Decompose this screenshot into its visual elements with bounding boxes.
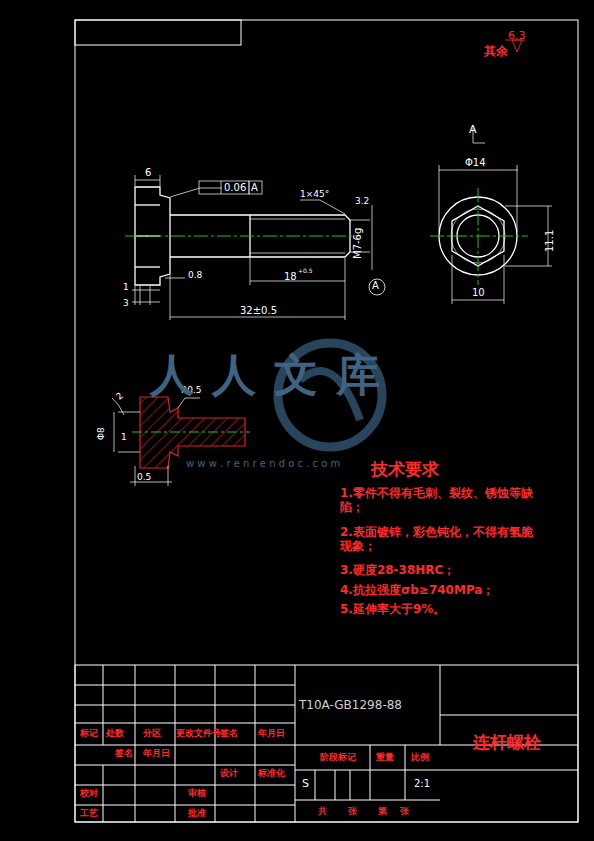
title-block-text: 签名 bbox=[220, 728, 238, 738]
dimension-text: 10 bbox=[472, 287, 485, 299]
title-block-text: 校对 bbox=[80, 788, 98, 798]
title-block-text: 2:1 bbox=[414, 778, 430, 790]
dimension-text: Φ8 bbox=[96, 427, 106, 440]
dimension-text: 6 bbox=[145, 167, 151, 179]
title-block-text: 张 bbox=[400, 806, 409, 816]
title-block-text: 标记 bbox=[80, 728, 98, 738]
dimension-text: 0.06 bbox=[224, 182, 246, 194]
title-block-text: 第 bbox=[378, 806, 387, 816]
section-detail bbox=[112, 397, 250, 486]
title-block-text: 比例 bbox=[411, 752, 429, 762]
note-text: 1.零件不得有毛刺、裂纹、锈蚀等缺陷； bbox=[340, 487, 540, 515]
note-text: 技术要求 bbox=[371, 460, 439, 480]
note-text: 2.表面镀锌，彩色钝化，不得有氢脆现象； bbox=[340, 526, 540, 554]
dimension-text: Φ14 bbox=[465, 157, 486, 169]
dimension-text: w w w . r e n r e n d o c . c o m bbox=[186, 458, 340, 470]
dimension-text: 1×45° bbox=[300, 189, 329, 199]
title-block-text: 工艺 bbox=[80, 808, 98, 818]
title-block-text: 标准化 bbox=[258, 768, 285, 778]
note-text: 4.抗拉强度σb≥740MPa； bbox=[340, 584, 494, 598]
dimension-text: A bbox=[372, 280, 379, 292]
title-block-text: 审核 bbox=[188, 788, 206, 798]
dimension-text: 3.2 bbox=[355, 196, 369, 206]
title-block-text: 张 bbox=[348, 806, 357, 816]
dimension-text: A bbox=[251, 182, 258, 194]
title-block-text: 设计 bbox=[220, 768, 238, 778]
note-text: 5.延伸率大于9%。 bbox=[340, 603, 445, 617]
dimension-text: +0.5 bbox=[298, 268, 313, 275]
dimension-text: 3 bbox=[123, 298, 129, 308]
title-block-text: 年月日 bbox=[258, 728, 285, 738]
dimension-lines bbox=[132, 128, 552, 320]
dimension-text: 18 bbox=[284, 271, 297, 283]
dimension-text: 1 bbox=[123, 282, 129, 292]
title-block-text: 批准 bbox=[188, 808, 206, 818]
frame bbox=[75, 20, 578, 822]
title-block-text: S bbox=[302, 778, 309, 791]
title-block-text: 共 bbox=[318, 806, 327, 816]
title-block-text: 阶段标记 bbox=[320, 752, 356, 762]
note-text: 3.硬度28-38HRC； bbox=[340, 564, 455, 578]
title-block-text: 年月日 bbox=[143, 748, 170, 758]
dimension-text: 2 bbox=[114, 390, 125, 402]
title-block-text: 签名 bbox=[115, 748, 133, 758]
title-block-text: T10A-GB1298-88 bbox=[299, 699, 402, 713]
dimension-text: 1 bbox=[121, 432, 127, 442]
title-block-text: 处数 bbox=[106, 728, 124, 738]
dimension-text: A bbox=[469, 124, 477, 137]
title-block-text: 更改文件号 bbox=[176, 728, 221, 738]
dimension-text: 6.3 bbox=[508, 30, 526, 43]
corner-box bbox=[75, 20, 241, 45]
title-block-text: 重量 bbox=[376, 752, 394, 762]
title-block-text: 连杆螺栓 bbox=[473, 733, 541, 753]
dimension-text: 0.5 bbox=[137, 472, 151, 482]
title-block-text: 分区 bbox=[143, 728, 161, 738]
dimension-text: 0.8 bbox=[188, 270, 202, 280]
center-line bbox=[125, 236, 360, 237]
dimension-text: 人人文库 bbox=[150, 350, 398, 401]
dimension-text: 其余 bbox=[484, 45, 508, 59]
dimension-text: M7-6g bbox=[352, 228, 364, 259]
dimension-text: 11.1 bbox=[544, 230, 556, 252]
dimension-text: 32±0.5 bbox=[240, 305, 277, 317]
